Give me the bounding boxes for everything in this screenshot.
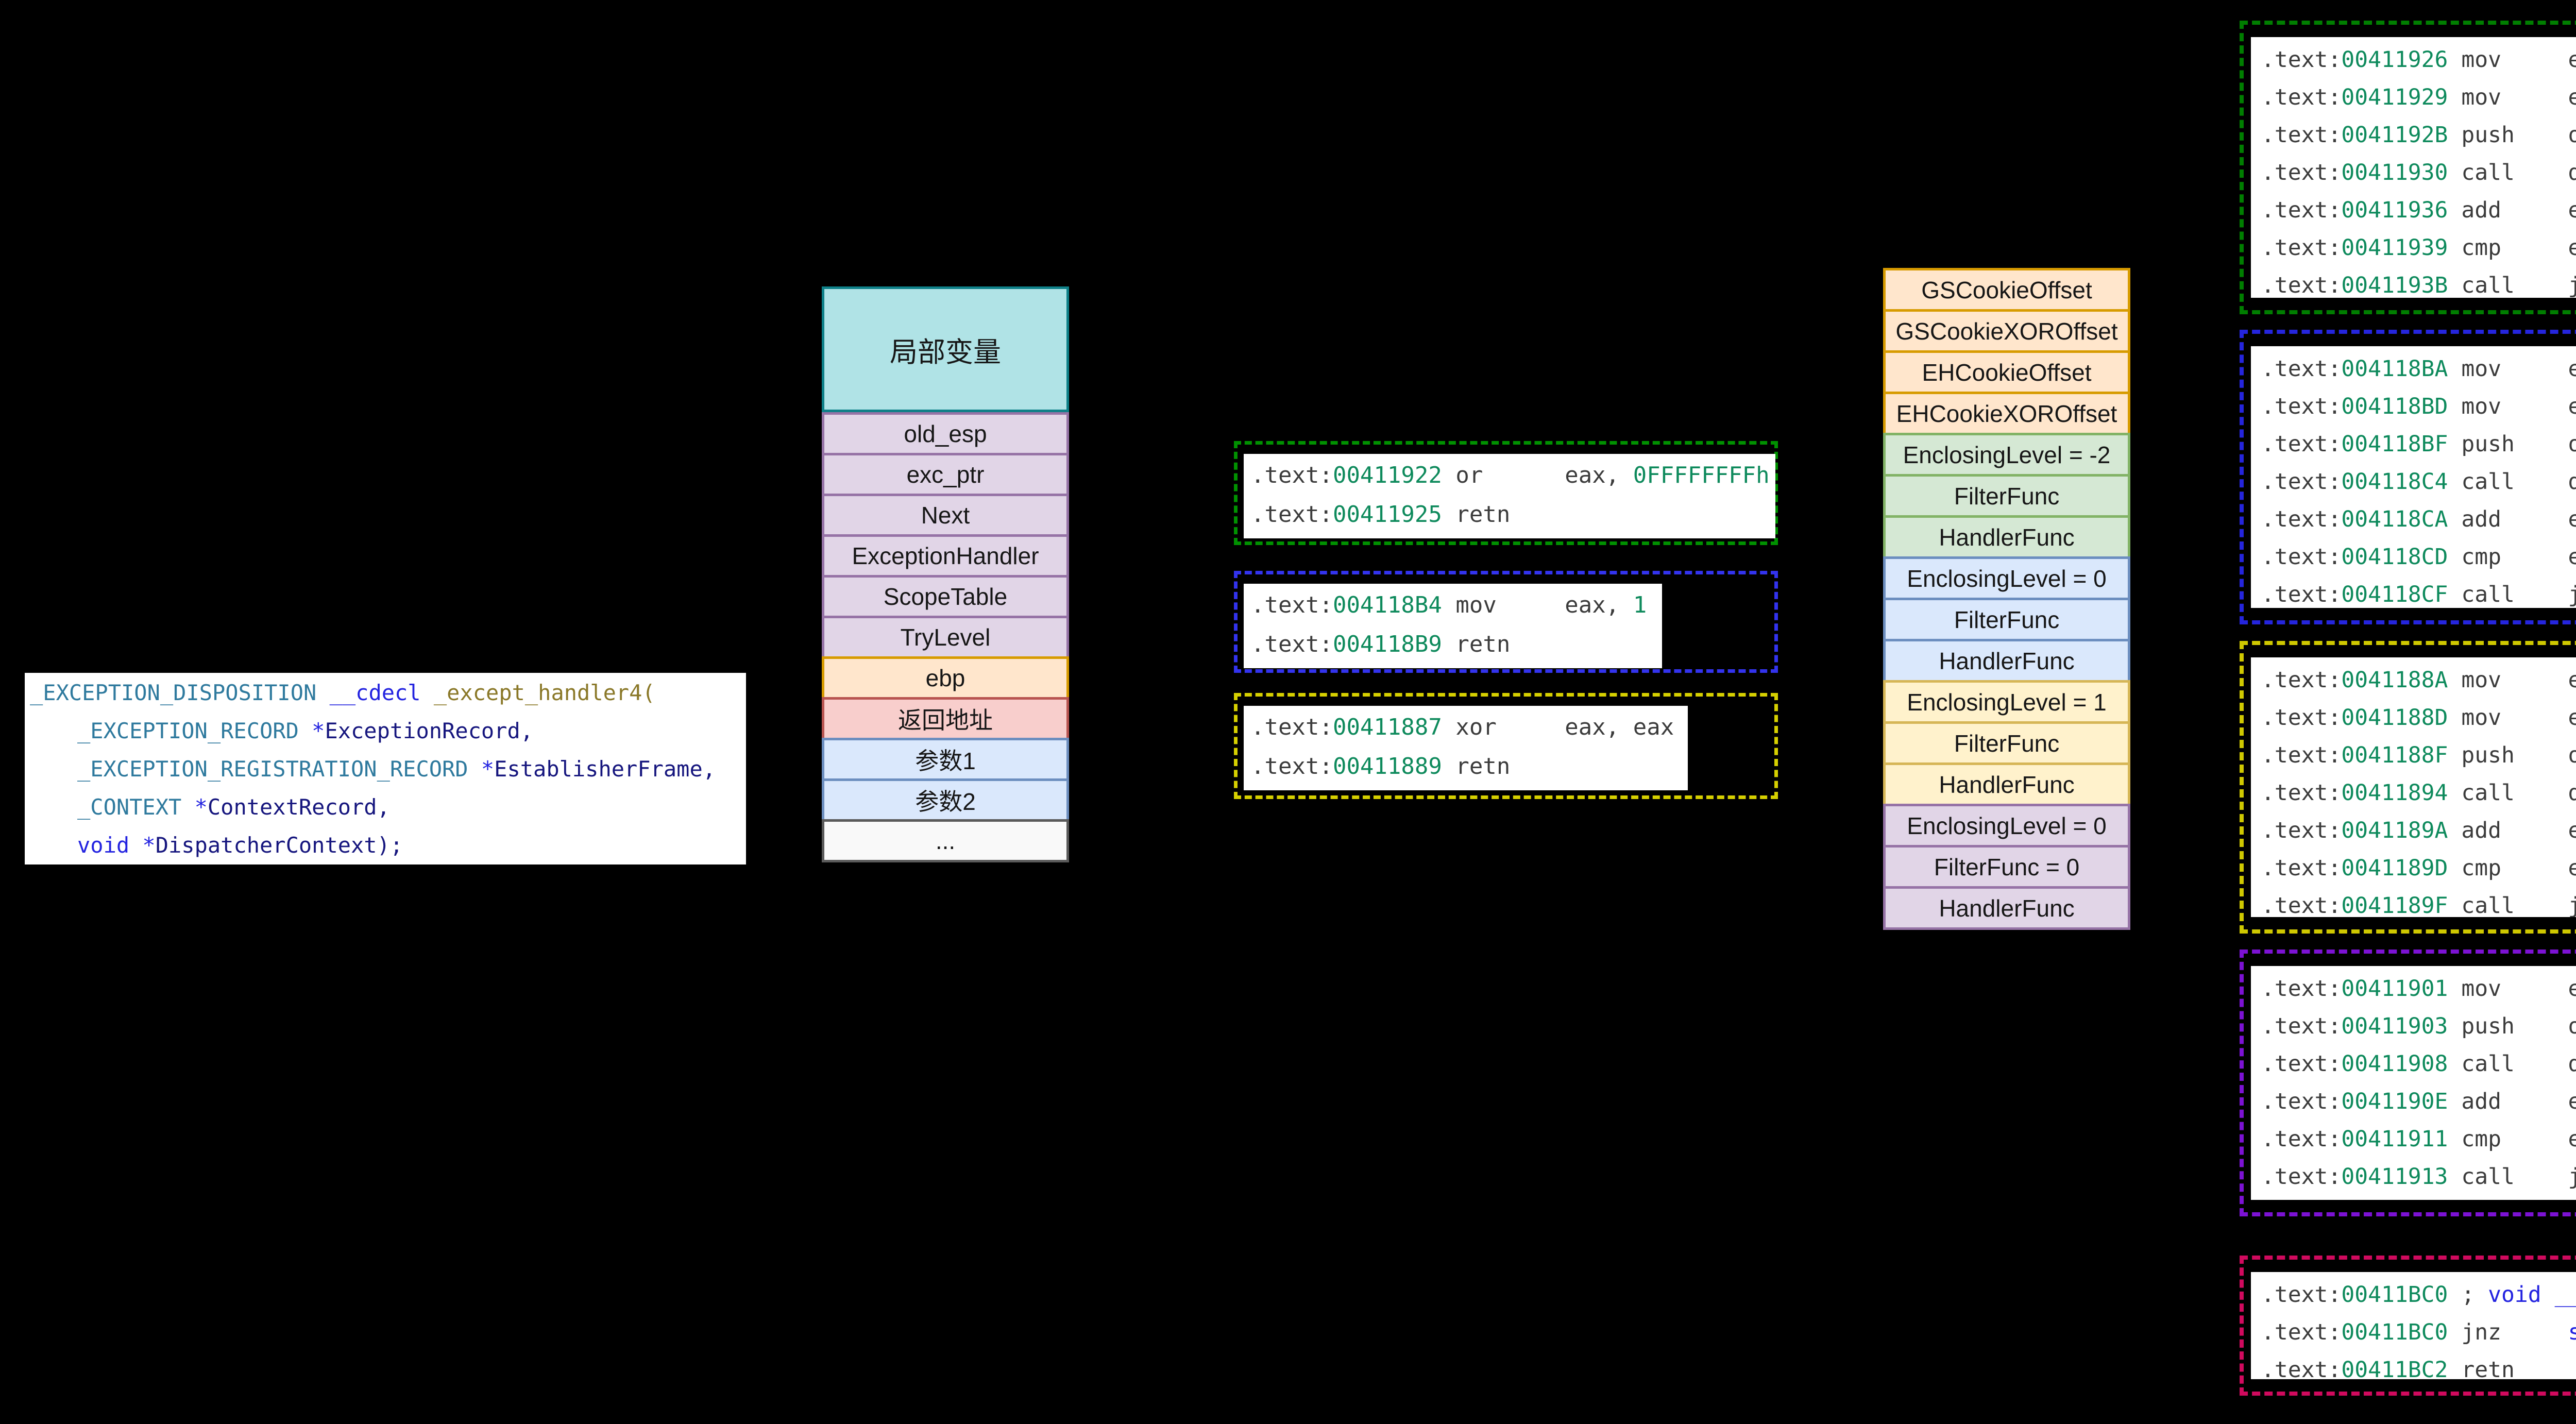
- code-line: .text:00411926 mov esp, [ebp+CPPEH_RECOR…: [2261, 47, 2576, 73]
- code-line: _CONTEXT *ContextRecord,: [77, 794, 390, 820]
- table-row: GSCookieXOROffset: [1883, 309, 2130, 353]
- table-row: ScopeTable: [822, 575, 1069, 618]
- code-line: .text:0041188F push offset Buffer ; "Han…: [2261, 742, 2576, 768]
- code-line: .text:0041189F call j___RTC_CheckEsp: [2261, 893, 2576, 917]
- snippet-box-return-0: .text:00411887 xor eax, eax .text:0041188…: [1234, 693, 1778, 799]
- asm-code: .text:004118BA mov esp, [ebp+CPPEH_RECOR…: [2251, 346, 2576, 608]
- table-row: EnclosingLevel = 1: [1883, 680, 2130, 724]
- table-row: HandlerFunc: [1883, 886, 2130, 930]
- code-line: .text:004118CF call j___RTC_CheckEsp: [2261, 582, 2576, 607]
- code-line: .text:0041189A add esp, 4: [2261, 818, 2576, 843]
- asm-box-handler3: .text:00411901 mov esi, esp .text:0041190…: [2240, 950, 2576, 1216]
- code-line: .text:004118CD cmp esi, esp: [2261, 544, 2576, 570]
- code-line: .text:00411929 mov esi, esp: [2261, 84, 2576, 110]
- table-row: EnclosingLevel = -2: [1883, 433, 2130, 477]
- table-row: EnclosingLevel = 0: [1883, 556, 2130, 600]
- table-row: HandlerFunc: [1883, 639, 2130, 683]
- code-line: .text:00411BC2 retn: [2261, 1357, 2515, 1379]
- code-line: .text:0041193B call j___RTC_CheckEsp: [2261, 273, 2576, 298]
- code-line: .text:0041192B push offset aHandler4 ; "…: [2261, 122, 2576, 148]
- code-line: .text:0041188D mov esi, esp: [2261, 705, 2576, 731]
- table-row: Next: [822, 494, 1069, 537]
- table-row: exc_ptr: [822, 453, 1069, 496]
- snippet-code: .text:00411887 xor eax, eax .text:0041188…: [1244, 706, 1688, 790]
- table-row: 参数2: [822, 778, 1069, 822]
- stack-table-header: 局部变量: [822, 286, 1069, 412]
- table-row: old_esp: [822, 412, 1069, 455]
- table-row: EHCookieXOROffset: [1883, 392, 2130, 435]
- code-line: void *DispatcherContext);: [77, 833, 403, 858]
- table-row: FilterFunc = 0: [1883, 845, 2130, 889]
- code-line: .text:00411901 mov esi, esp: [2261, 976, 2576, 1002]
- code-line: .text:004118CA add esp, 4: [2261, 506, 2576, 532]
- code-line: .text:00411925 retn: [1251, 501, 1511, 528]
- code-line: .text:00411913 call j___RTC_CheckEsp: [2261, 1164, 2576, 1190]
- asm-code: .text:0041188A mov esp, [ebp+CPPEH_RECOR…: [2251, 657, 2576, 917]
- asm-code: .text:00411BC0 ; void __cdecl _RTC_Check…: [2251, 1272, 2576, 1379]
- code-line: .text:00411930 call ds:__imp__puts: [2261, 160, 2576, 185]
- code-line: .text:00411908 call ds:__imp__puts: [2261, 1051, 2576, 1077]
- code-line: _EXCEPTION_RECORD *ExceptionRecord,: [77, 718, 534, 743]
- table-row: EnclosingLevel = 0: [1883, 804, 2130, 847]
- table-row: FilterFunc: [1883, 598, 2130, 641]
- code-line: _EXCEPTION_DISPOSITION __cdecl _except_h…: [30, 680, 655, 705]
- code-line: .text:004118BD mov esi, esp: [2261, 394, 2576, 419]
- asm-box-handler1: .text:004118BA mov esp, [ebp+CPPEH_RECOR…: [2240, 330, 2576, 624]
- table-row: FilterFunc: [1883, 721, 2130, 765]
- snippet-box-return-neg1: .text:00411922 or eax, 0FFFFFFFFh .text:0…: [1234, 441, 1778, 545]
- asm-box-handler4: .text:00411926 mov esp, [ebp+CPPEH_RECOR…: [2240, 21, 2576, 314]
- code-line: _EXCEPTION_REGISTRATION_RECORD *Establis…: [77, 756, 716, 782]
- code-line: .text:00411939 cmp esi, esp: [2261, 235, 2576, 261]
- code-line: .text:0041190E add esp, 4: [2261, 1089, 2576, 1114]
- table-row: 返回地址: [822, 697, 1069, 740]
- table-row: 参数1: [822, 738, 1069, 781]
- table-row: EHCookieOffset: [1883, 350, 2130, 394]
- snippet-box-return-1: .text:004118B4 mov eax, 1 .text:004118B9 …: [1234, 571, 1778, 673]
- code-line: .text:00411911 cmp esi, esp: [2261, 1126, 2576, 1152]
- code-line: .text:00411BC0 ; void __cdecl _RTC_Check…: [2261, 1282, 2576, 1308]
- code-line: .text:004118BA mov esp, [ebp+CPPEH_RECOR…: [2261, 356, 2576, 382]
- code-line: .text:00411903 push offset aHandler3 ; "…: [2261, 1013, 2576, 1039]
- snippet-code: .text:00411922 or eax, 0FFFFFFFFh .text:0…: [1244, 454, 1775, 538]
- code-line: .text:0041188A mov esp, [ebp+CPPEH_RECOR…: [2261, 667, 2576, 693]
- table-row: GSCookieOffset: [1883, 268, 2130, 312]
- asm-code: .text:00411901 mov esi, esp .text:0041190…: [2251, 966, 2576, 1200]
- code-line: .text:00411889 retn: [1251, 753, 1511, 779]
- code-line: .text:004118B9 retn: [1251, 631, 1511, 657]
- table-row: ExceptionHandler: [822, 534, 1069, 578]
- code-line: .text:004118BF push offset aHandler1 ; "…: [2261, 431, 2576, 457]
- code-line: .text:004118C4 call ds:__imp__puts: [2261, 469, 2576, 495]
- asm-box-rtc-checkesp: .text:00411BC0 ; void __cdecl _RTC_Check…: [2240, 1256, 2576, 1396]
- asm-code: .text:00411926 mov esp, [ebp+CPPEH_RECOR…: [2251, 37, 2576, 298]
- code-line: .text:00411936 add esp, 4: [2261, 197, 2576, 223]
- table-row: ebp: [822, 656, 1069, 700]
- code-line: .text:00411887 xor eax, eax: [1251, 714, 1674, 740]
- code-line: .text:004118B4 mov eax, 1: [1251, 592, 1647, 618]
- table-row: TryLevel: [822, 616, 1069, 659]
- table-row: HandlerFunc: [1883, 515, 2130, 559]
- function-signature-box: _EXCEPTION_DISPOSITION __cdecl _except_h…: [25, 673, 746, 864]
- code-line: .text:0041189D cmp esi, esp: [2261, 855, 2576, 881]
- code-line: .text:00411BC0 jnz short esperror: [2261, 1319, 2576, 1345]
- snippet-code: .text:004118B4 mov eax, 1 .text:004118B9 …: [1244, 584, 1662, 668]
- table-row: HandlerFunc: [1883, 762, 2130, 806]
- code-line: .text:00411894 call ds:__imp__puts: [2261, 780, 2576, 806]
- code-line: .text:00411922 or eax, 0FFFFFFFFh: [1251, 462, 1770, 488]
- table-row: FilterFunc: [1883, 474, 2130, 518]
- asm-box-handler2: .text:0041188A mov esp, [ebp+CPPEH_RECOR…: [2240, 641, 2576, 934]
- table-row: ...: [822, 819, 1069, 862]
